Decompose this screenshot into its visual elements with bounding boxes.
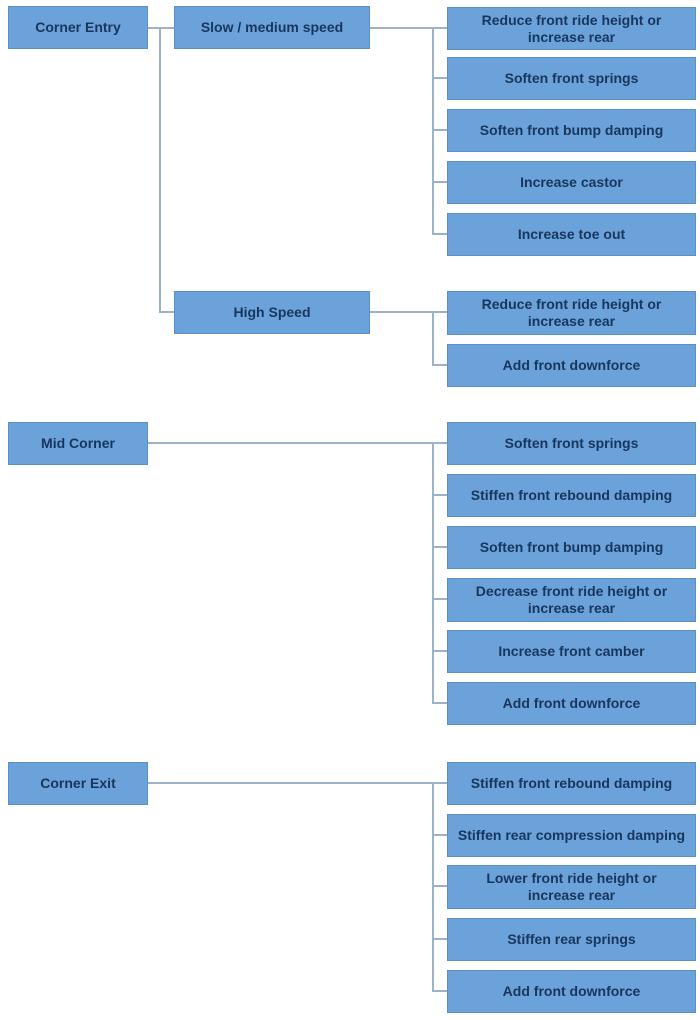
connector-stub (432, 129, 447, 131)
connector-entry-to-slow-medium (148, 27, 174, 29)
node-increase-front-camber: Increase front camber (447, 630, 696, 673)
connector-stub (432, 181, 447, 183)
connector-high-speed-main (370, 311, 447, 313)
node-lower-front-ride-height-exit: Lower front ride height or increase rear (447, 865, 696, 909)
connector-corner-exit-main (148, 782, 447, 784)
node-reduce-front-ride-height-high: Reduce front ride height or increase rea… (447, 291, 696, 335)
node-increase-castor: Increase castor (447, 161, 696, 204)
connector-stub (432, 364, 447, 366)
connector-stub (432, 834, 447, 836)
connector-stub (432, 77, 447, 79)
connector-mid-corner-trunk (432, 442, 434, 704)
node-soften-front-springs-mid: Soften front springs (447, 422, 696, 465)
connector-slow-medium-trunk (432, 27, 434, 235)
node-stiffen-rear-compression-damping: Stiffen rear compression damping (447, 814, 696, 857)
connector-slow-medium-main (370, 27, 447, 29)
node-increase-toe-out: Increase toe out (447, 213, 696, 256)
node-mid-corner: Mid Corner (8, 422, 148, 465)
node-corner-entry: Corner Entry (8, 6, 148, 49)
node-high-speed: High Speed (174, 291, 370, 334)
node-slow-medium-speed: Slow / medium speed (174, 6, 370, 49)
node-add-front-downforce-mid: Add front downforce (447, 682, 696, 725)
connector-mid-corner-main (148, 442, 447, 444)
node-add-front-downforce-exit: Add front downforce (447, 970, 696, 1013)
connector-stub (432, 650, 447, 652)
connector-stub (432, 702, 447, 704)
connector-entry-to-high-speed (159, 311, 174, 313)
connector-stub (432, 598, 447, 600)
node-stiffen-front-rebound-damping-exit: Stiffen front rebound damping (447, 762, 696, 805)
node-corner-exit: Corner Exit (8, 762, 148, 805)
connector-stub (432, 938, 447, 940)
node-stiffen-front-rebound-damping-mid: Stiffen front rebound damping (447, 474, 696, 517)
connector-stub (432, 546, 447, 548)
node-stiffen-rear-springs: Stiffen rear springs (447, 918, 696, 961)
connector-stub (432, 885, 447, 887)
node-soften-front-springs-entry: Soften front springs (447, 57, 696, 100)
connector-stub (432, 233, 447, 235)
node-add-front-downforce-high: Add front downforce (447, 344, 696, 387)
node-reduce-front-ride-height-slow: Reduce front ride height or increase rea… (447, 7, 696, 50)
node-soften-front-bump-damping-entry: Soften front bump damping (447, 109, 696, 152)
node-decrease-front-ride-height-mid: Decrease front ride height or increase r… (447, 578, 696, 622)
connector-entry-drop (159, 27, 161, 313)
connector-stub (432, 990, 447, 992)
connector-high-speed-trunk (432, 311, 434, 366)
connector-corner-exit-trunk (432, 782, 434, 992)
node-soften-front-bump-damping-mid: Soften front bump damping (447, 526, 696, 569)
connector-stub (432, 494, 447, 496)
